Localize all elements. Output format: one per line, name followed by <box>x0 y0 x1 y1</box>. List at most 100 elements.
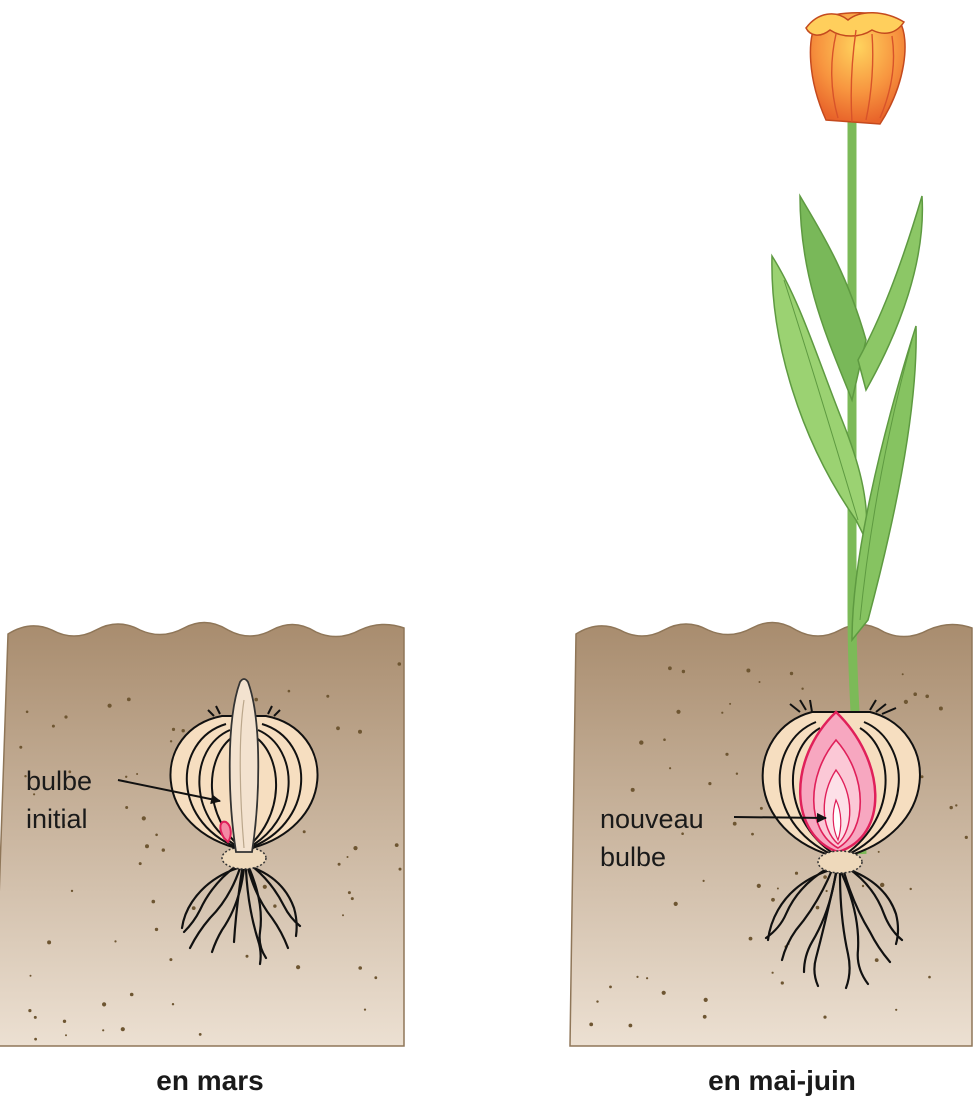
soil-dot <box>108 704 112 708</box>
soil-dot <box>904 700 908 704</box>
soil-dot <box>816 906 820 910</box>
soil-dot <box>669 767 671 769</box>
soil-dot <box>136 773 138 775</box>
soil-dot <box>646 977 648 979</box>
callout-bulbe-initial-line1: bulbe <box>26 766 92 796</box>
soil-dot <box>338 863 341 866</box>
caption-march: en mars <box>156 1065 263 1096</box>
soil-dot <box>771 898 775 902</box>
soil-dot <box>928 976 931 979</box>
soil-dot <box>114 940 116 942</box>
soil-dot <box>121 1027 125 1031</box>
soil-dot <box>63 1020 66 1023</box>
caption-may-june: en mai-juin <box>708 1065 856 1096</box>
callout-nouveau-bulbe-line1: nouveau <box>600 804 704 834</box>
soil-dot <box>296 965 300 969</box>
soil-dot <box>30 975 32 977</box>
soil-dot <box>326 695 329 698</box>
soil-block-may-june <box>570 622 972 1046</box>
soil-dot <box>801 688 803 690</box>
soil-dot <box>139 862 142 865</box>
soil-dot <box>736 773 738 775</box>
soil-dot <box>721 712 723 714</box>
callout-nouveau-bulbe-line2: bulbe <box>600 842 666 872</box>
shoot-march <box>230 679 259 852</box>
soil-dot <box>662 991 666 995</box>
soil-dot <box>589 1023 593 1027</box>
soil-dot <box>65 1034 67 1036</box>
soil-dot <box>910 888 912 890</box>
soil-dot <box>729 703 731 705</box>
soil-dot <box>398 662 402 666</box>
soil-dot <box>374 976 377 979</box>
soil-dot <box>170 740 172 742</box>
soil-dot <box>823 875 827 879</box>
soil-dot <box>28 1009 31 1012</box>
soil-dot <box>127 698 131 702</box>
soil-dot <box>162 848 165 851</box>
soil-dot <box>795 872 798 875</box>
soil-dot <box>746 669 750 673</box>
soil-dot <box>772 972 774 974</box>
soil-dot <box>925 695 929 699</box>
soil-dot <box>875 958 879 962</box>
soil-dot <box>676 710 680 714</box>
soil-dot <box>142 816 146 820</box>
soil-dot <box>751 833 754 836</box>
soil-dot <box>609 986 612 989</box>
soil-dot <box>708 782 711 785</box>
soil-dot <box>125 776 127 778</box>
soil-dot <box>895 1009 897 1011</box>
soil-dot <box>52 725 55 728</box>
soil-dot <box>939 707 943 711</box>
soil-dot <box>674 902 678 906</box>
soil-dot <box>749 937 753 941</box>
soil-dot <box>155 834 158 837</box>
soil-dot <box>336 726 340 730</box>
soil-dot <box>760 807 763 810</box>
soil-dot <box>902 673 904 675</box>
soil-dot <box>823 1016 826 1019</box>
soil-dot <box>71 890 73 892</box>
soil-dot <box>130 993 134 997</box>
soil-dot <box>725 753 728 756</box>
soil-dot <box>663 738 666 741</box>
soil-dot <box>596 1000 598 1002</box>
basal-plate-may-june <box>818 851 862 873</box>
soil-dot <box>254 698 258 702</box>
soil-dot <box>636 976 638 978</box>
soil-dot <box>950 806 953 809</box>
soil-dot <box>668 666 672 670</box>
soil-dot <box>757 884 761 888</box>
tulip-flower <box>806 13 905 124</box>
soil-dot <box>395 843 399 847</box>
soil-dot <box>169 958 172 961</box>
soil-dot <box>781 981 784 984</box>
soil-dot <box>347 856 349 858</box>
soil-dot <box>790 672 793 675</box>
soil-dot <box>192 906 196 910</box>
soil-dot <box>125 806 128 809</box>
soil-dot <box>102 1029 104 1031</box>
soil-dot <box>199 1033 202 1036</box>
soil-dot <box>145 844 149 848</box>
soil-dot <box>172 728 175 731</box>
soil-dot <box>152 900 156 904</box>
soil-dot <box>913 692 917 696</box>
soil-dot <box>34 1016 37 1019</box>
soil-dot <box>703 880 705 882</box>
soil-dot <box>246 955 249 958</box>
soil-dot <box>733 822 737 826</box>
soil-dot <box>19 746 22 749</box>
soil-dot <box>965 836 968 839</box>
soil-dot <box>629 1024 633 1028</box>
soil-dot <box>826 890 828 892</box>
soil-dot <box>273 904 276 907</box>
soil-dot <box>351 897 354 900</box>
soil-dot <box>639 740 643 744</box>
panel-may-june: nouveau bulbe en mai-juin <box>570 13 972 1096</box>
soil-dot <box>704 998 708 1002</box>
soil-dot <box>399 868 402 871</box>
soil-dot <box>364 1009 366 1011</box>
soil-dot <box>880 883 884 887</box>
